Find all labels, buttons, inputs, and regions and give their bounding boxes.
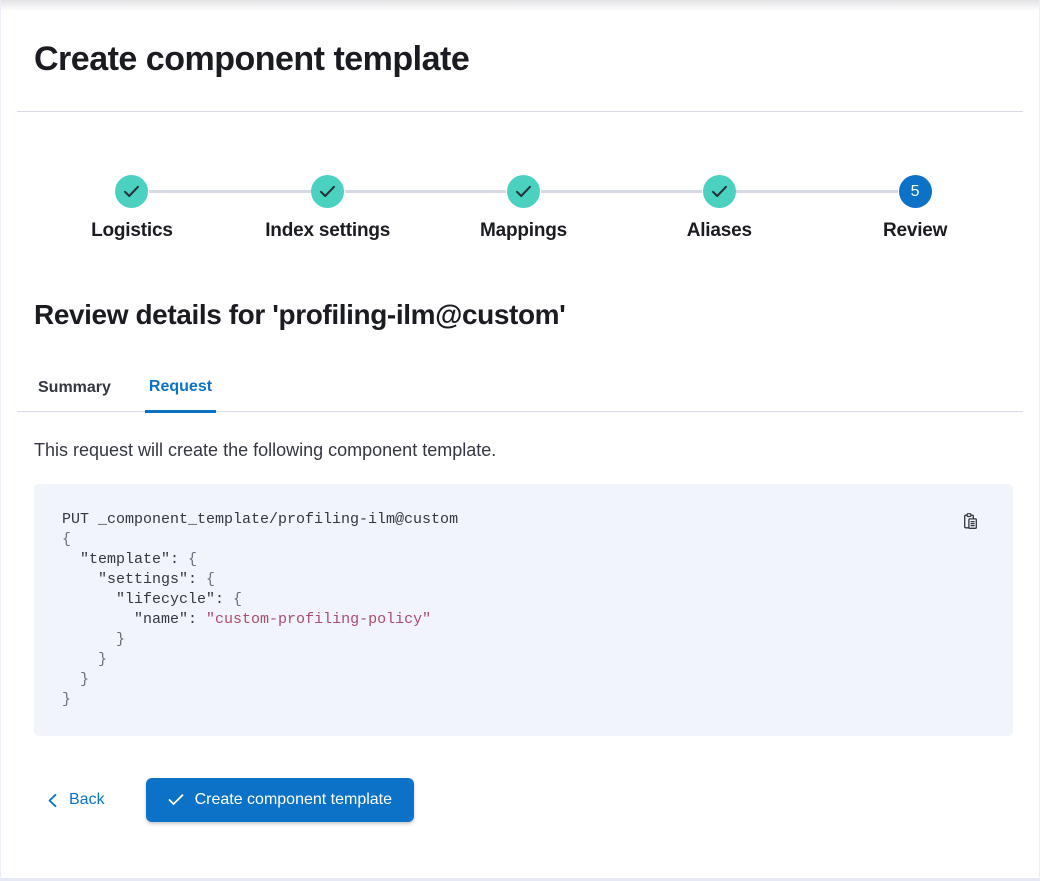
request-code-block: PUT _component_template/profiling-ilm@cu…: [34, 484, 1013, 736]
code-text: }: [62, 691, 72, 708]
tab-request[interactable]: Request: [144, 378, 217, 413]
page-title: Create component template: [34, 40, 470, 78]
step-complete-circle: [506, 175, 540, 208]
request-description: This request will create the following c…: [34, 440, 497, 460]
wizard-stepper: Logistics Index settings Mappings Aliase…: [34, 175, 1013, 242]
review-heading: Review details for 'profiling-ilm@custom…: [34, 299, 566, 330]
step-logistics[interactable]: Logistics: [34, 175, 230, 242]
step-number: 5: [910, 182, 920, 200]
step-aliases[interactable]: Aliases: [621, 175, 817, 242]
review-tabs: Summary Request: [17, 378, 1023, 413]
step-current-circle: 5: [898, 175, 932, 208]
code-text: }: [62, 631, 126, 648]
back-label: Back: [69, 791, 105, 808]
code-content: PUT _component_template/profiling-ilm@cu…: [62, 511, 459, 708]
step-label: Logistics: [91, 220, 173, 241]
code-text: "settings": [62, 571, 189, 588]
code-string-value: "custom-profiling-policy": [206, 611, 432, 628]
tab-summary[interactable]: Summary: [34, 378, 115, 411]
chevron-left-icon: [48, 793, 57, 807]
check-icon: [168, 794, 183, 805]
step-complete-circle: [702, 175, 736, 208]
code-text: "lifecycle": [62, 591, 216, 608]
check-icon: [320, 185, 336, 197]
step-label: Aliases: [686, 220, 752, 241]
copy-clipboard-icon: [964, 513, 977, 529]
code-text: }: [62, 651, 108, 668]
code-text: }: [62, 671, 90, 688]
check-icon: [124, 185, 140, 197]
code-text: "template": [62, 551, 171, 568]
header-divider: [17, 111, 1023, 112]
footer-actions: Back Create component template: [34, 778, 1013, 822]
check-icon: [711, 185, 727, 197]
copy-clipboard-button[interactable]: [961, 512, 980, 531]
step-label: Index settings: [265, 220, 391, 241]
submit-label: Create component template: [194, 791, 393, 808]
step-review-current: 5 Review: [817, 175, 1013, 242]
step-label: Review: [882, 220, 948, 241]
code-text: "name": [62, 611, 189, 628]
step-label: Mappings: [479, 220, 568, 241]
step-index-settings[interactable]: Index settings: [229, 175, 426, 242]
step-complete-circle: [311, 175, 345, 208]
code-text: PUT _component_template/profiling-ilm@cu…: [62, 511, 459, 528]
check-icon: [515, 185, 531, 197]
step-complete-circle: [115, 175, 149, 208]
back-button[interactable]: Back: [47, 791, 105, 809]
step-mappings[interactable]: Mappings: [425, 175, 622, 242]
create-component-template-button[interactable]: Create component template: [145, 778, 415, 822]
code-text: {: [62, 531, 72, 548]
